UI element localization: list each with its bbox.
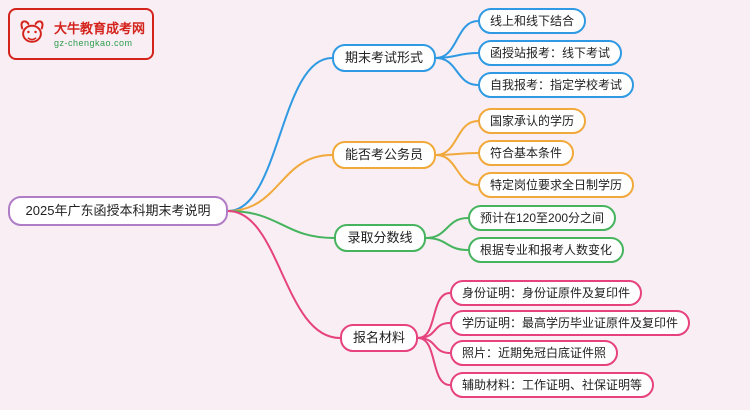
branch-admission-score: 录取分数线 (334, 224, 426, 252)
logo-subtitle: gz-chengkao.com (54, 37, 133, 48)
bull-icon (16, 16, 48, 53)
leaf-photo: 照片：近期免冠白底证件照 (450, 340, 619, 366)
root-node: 2025年广东函授本科期末考说明 (8, 196, 228, 226)
branch-registration-materials: 报名材料 (340, 324, 418, 352)
leaf-self-registration: 自我报考：指定学校考试 (478, 72, 635, 98)
leaf-education-proof: 学历证明：最高学历毕业证原件及复印件 (450, 310, 691, 336)
leaf-correspondence-station: 函授站报考：线下考试 (478, 40, 623, 66)
leaf-score-range: 预计在120至200分之间 (468, 205, 617, 231)
leaf-fulltime-requirement: 特定岗位要求全日制学历 (478, 172, 635, 198)
leaf-id-proof: 身份证明：身份证原件及复印件 (450, 280, 643, 306)
leaf-state-recognized: 国家承认的学历 (478, 108, 587, 134)
leaf-score-varies: 根据专业和报考人数变化 (468, 237, 625, 263)
leaf-auxiliary-materials: 辅助材料：工作证明、社保证明等 (450, 372, 655, 398)
leaf-basic-conditions: 符合基本条件 (478, 140, 575, 166)
branch-civil-service: 能否考公务员 (332, 141, 436, 169)
branch-exam-format: 期末考试形式 (332, 44, 436, 72)
leaf-online-offline: 线上和线下结合 (478, 8, 587, 34)
site-logo: 大牛教育成考网 gz-chengkao.com (8, 8, 154, 60)
logo-title: 大牛教育成考网 (54, 20, 146, 36)
